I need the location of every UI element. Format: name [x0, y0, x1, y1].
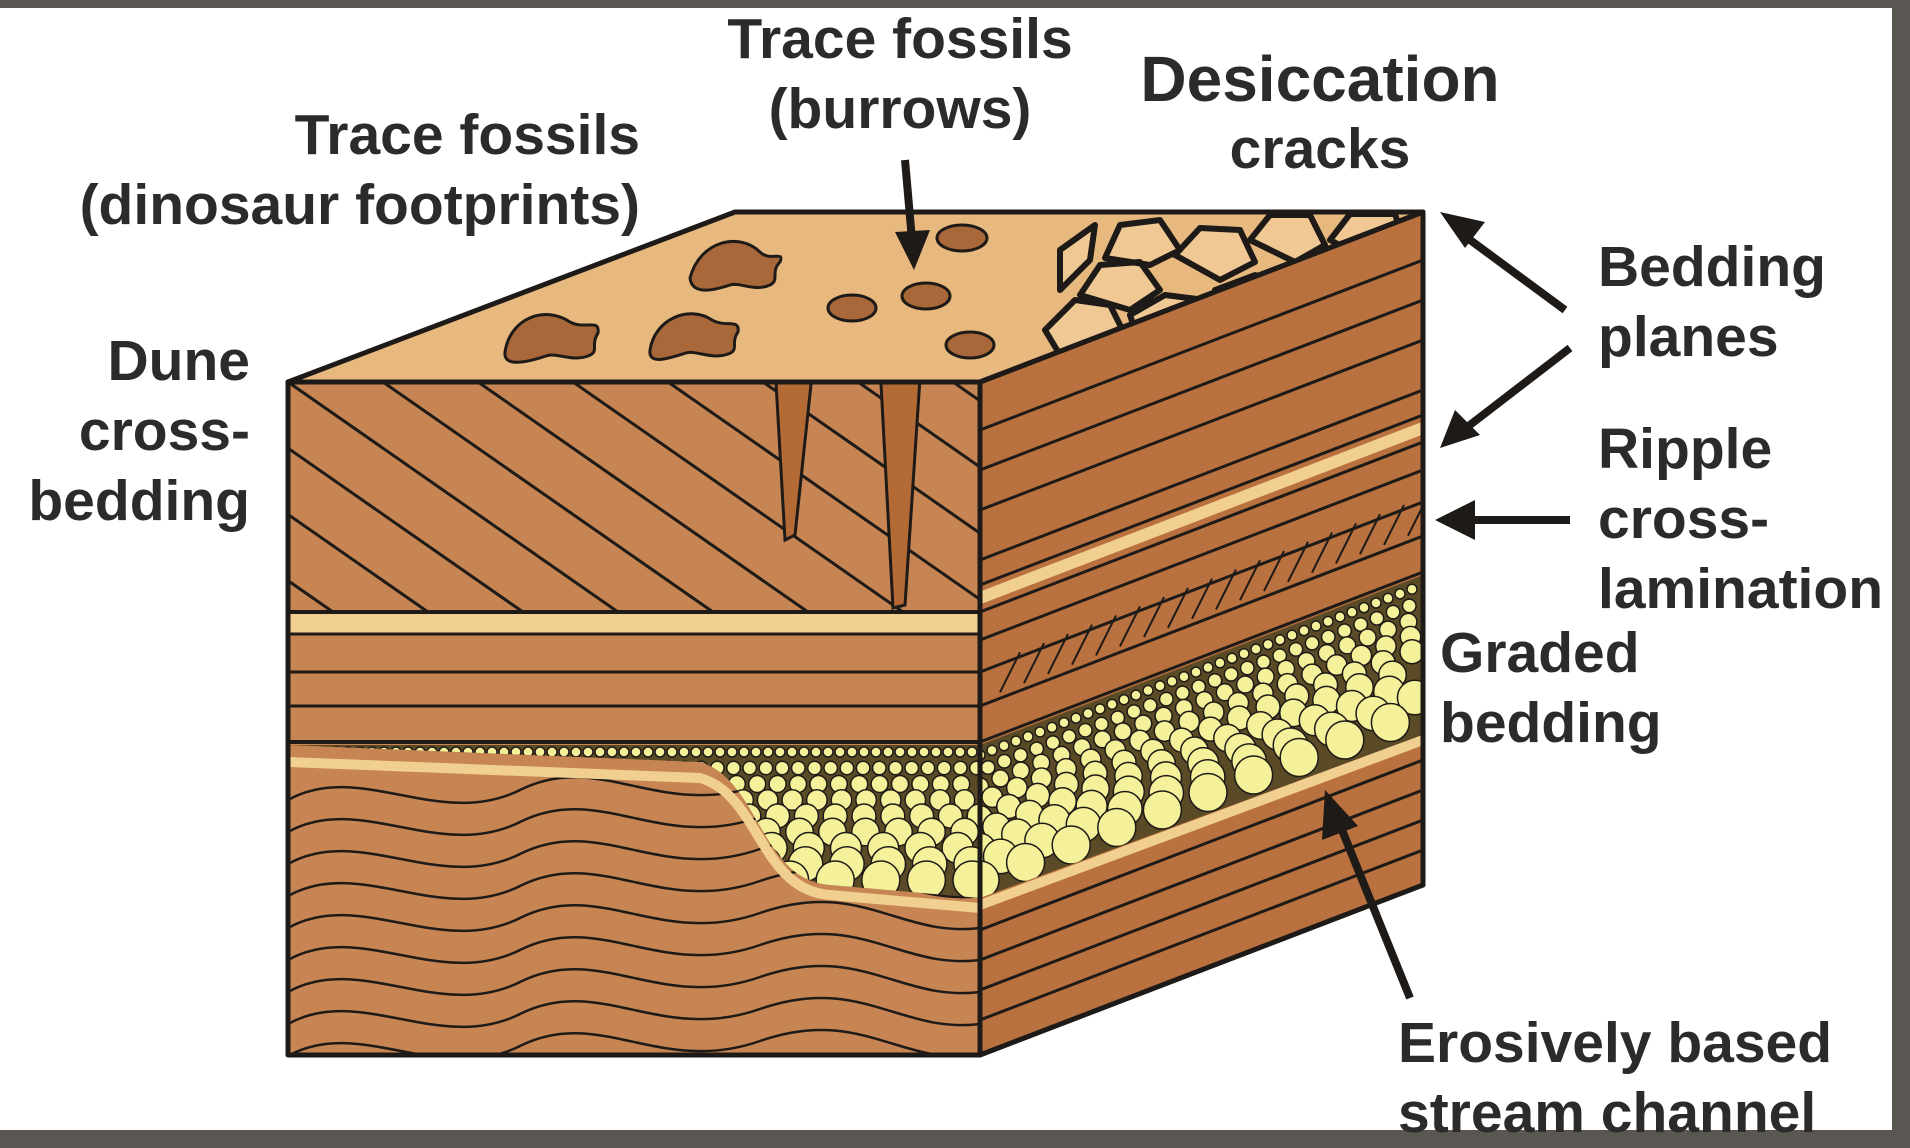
label-trace-burrows: Trace fossils (burrows): [700, 4, 1100, 144]
label-line: Desiccation: [1110, 44, 1530, 114]
label-line: stream channel: [1398, 1078, 1832, 1148]
label-line: lamination: [1598, 554, 1883, 624]
label-erosive-stream-channel: Erosively based stream channel: [1398, 1008, 1832, 1148]
label-line: planes: [1598, 302, 1826, 372]
label-line: bedding: [1440, 688, 1662, 758]
label-bedding-planes: Bedding planes: [1598, 232, 1826, 372]
label-line: (dinosaur footprints): [30, 170, 640, 240]
label-line: Ripple: [1598, 414, 1883, 484]
label-line: (burrows): [700, 74, 1100, 144]
label-line: bedding: [0, 466, 250, 536]
label-line: Trace fossils: [700, 4, 1100, 74]
label-line: cross-: [0, 396, 250, 466]
arrow-ripple: [1435, 500, 1570, 540]
label-desiccation-cracks: Desiccation cracks: [1110, 44, 1530, 184]
label-line: Graded: [1440, 618, 1662, 688]
label-graded-bedding: Graded bedding: [1440, 618, 1662, 758]
label-line: cracks: [1110, 114, 1530, 184]
label-line: Erosively based: [1398, 1008, 1832, 1078]
arrow-bedding-plane-side: [1440, 348, 1570, 448]
label-trace-footprints: Trace fossils (dinosaur footprints): [30, 100, 640, 240]
label-line: Trace fossils: [30, 100, 640, 170]
label-line: Dune: [0, 326, 250, 396]
label-line: Bedding: [1598, 232, 1826, 302]
label-dune-cross-bedding: Dune cross- bedding: [0, 326, 250, 536]
label-ripple-cross-lamination: Ripple cross- lamination: [1598, 414, 1883, 624]
arrow-bedding-plane-top: [1440, 212, 1565, 310]
label-line: cross-: [1598, 484, 1883, 554]
